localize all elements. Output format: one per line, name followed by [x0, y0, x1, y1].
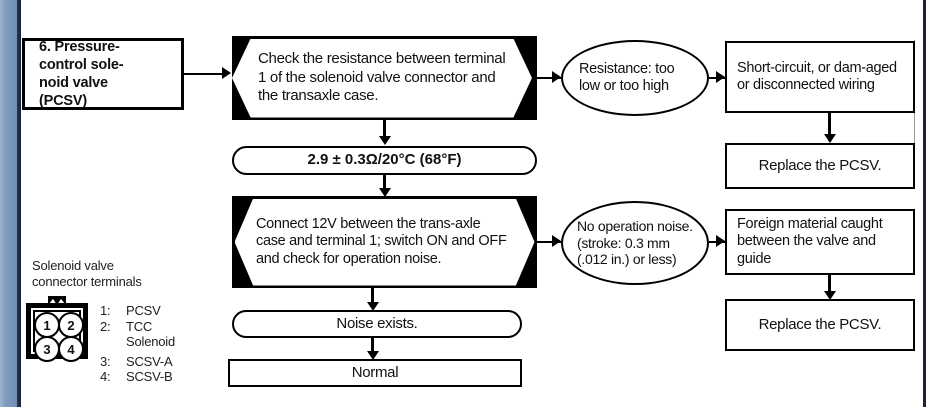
legend-item-num: [100, 334, 126, 350]
connector-connect12v-to-noise-exists: [371, 288, 374, 306]
connector-pin-2-label: 2: [67, 317, 75, 333]
connector-spec-to-connect12v: [383, 175, 386, 193]
node-no-operation-noise: No operation noise. (stroke: 0.3 mm (.01…: [561, 201, 709, 285]
arrowhead-connect12v-to-noise-exists: [366, 302, 379, 311]
node-connect-12v: Connect 12V between the trans-axle case …: [232, 196, 537, 288]
legend-item-name: PCSV: [126, 303, 161, 318]
connector-connect12v-to-nonoise: [537, 240, 561, 243]
node-replace-pcsv-top: Replace the PCSV.: [725, 143, 915, 189]
connector-wiring-to-replace: [828, 113, 831, 141]
arrowhead-nonoise-to-foreign: [716, 235, 725, 247]
node-connect-12v-label: Connect 12V between the trans-axle case …: [256, 215, 507, 267]
connector-pin-3: 3: [34, 336, 60, 362]
legend-item-name: Solenoid: [126, 334, 175, 349]
legend-title-line1: Solenoid valve: [32, 258, 114, 273]
connector-pin-2: 2: [58, 312, 84, 338]
legend-item-name: SCSV-A: [126, 353, 173, 369]
connector-latch-tab: [48, 296, 66, 305]
connector-noise-to-normal: [371, 338, 374, 355]
arrowhead-noise-to-normal: [366, 351, 379, 360]
legend-list-item: 3: SCSV-A: [100, 354, 175, 370]
node-pcsv-title-label: 6. Pressure- control sole- noid valve (P…: [39, 39, 124, 109]
node-pcsv-title: 6. Pressure- control sole- noid valve (P…: [22, 38, 184, 110]
node-replace-pcsv-bottom: Replace the PCSV.: [725, 299, 915, 351]
node-resistance-spec-label: 2.9 ± 0.3Ω/20°C (68°F): [307, 151, 462, 169]
connector-pin-4: 4: [58, 336, 84, 362]
arrowhead-wiring-to-replace: [823, 134, 836, 143]
node-replace-pcsv-bottom-label: Replace the PCSV.: [758, 315, 882, 333]
arrowhead-foreign-to-replace: [823, 291, 836, 300]
legend-item-name: TCC: [126, 318, 153, 334]
left-gutter-rule: [17, 0, 21, 407]
arrowhead-fault-to-wiring: [716, 71, 725, 83]
legend-terminal-list: 1: PCSV 2: TCC Solenoid 3: SCSV-A 4: SCS…: [100, 303, 175, 385]
node-replace-pcsv-top-label: Replace the PCSV.: [758, 156, 882, 174]
connector-pin-1-label: 1: [43, 317, 51, 333]
connector-pin-1: 1: [34, 312, 60, 338]
connector-title-to-check: [184, 72, 226, 75]
arrowhead-check-to-spec: [378, 136, 391, 145]
node-resistance-spec: 2.9 ± 0.3Ω/20°C (68°F): [232, 146, 537, 175]
connector-check-to-spec: [383, 120, 386, 142]
node-foreign-material-label: Foreign material caught between the valv…: [737, 215, 883, 267]
connector-pin-4-label: 4: [67, 341, 75, 357]
legend-item-name: SCSV-B: [126, 369, 173, 384]
legend-list-item: 2: TCC: [100, 319, 175, 335]
right-page-rule: [923, 0, 926, 407]
connector-pin-3-label: 3: [43, 341, 51, 357]
node-normal: Normal: [228, 359, 522, 387]
node-wiring-fault-label: Short-circuit, or dam-aged or disconnect…: [737, 59, 897, 94]
node-foreign-material: Foreign material caught between the valv…: [725, 209, 915, 275]
legend-item-num: 4:: [100, 369, 111, 384]
node-check-resistance-label: Check the resistance between terminal 1 …: [258, 50, 506, 105]
node-wiring-fault: Short-circuit, or dam-aged or disconnect…: [725, 41, 915, 113]
legend-list-item: 4: SCSV-B: [100, 369, 175, 385]
node-noise-exists-label: Noise exists.: [336, 314, 418, 332]
node-check-resistance: Check the resistance between terminal 1 …: [232, 36, 537, 120]
arrowhead-title-to-check: [222, 67, 231, 79]
legend-list-item: Solenoid: [100, 334, 175, 350]
arrowhead-spec-to-connect12v: [378, 188, 391, 197]
node-normal-label: Normal: [351, 363, 399, 381]
legend-title-line2: connector terminals: [32, 274, 142, 289]
legend-item-num: 1:: [100, 303, 111, 318]
connector-pinout-diagram: 1 2 3 4: [26, 296, 92, 366]
legend-list-item: 1: PCSV: [100, 303, 175, 319]
node-noise-exists: Noise exists.: [232, 310, 522, 338]
left-gradient-bar: [0, 0, 17, 407]
connector-check-to-fault: [537, 76, 561, 79]
node-resistance-fault-label: Resistance: too low or too high: [579, 60, 675, 95]
connector-foreign-to-replace: [828, 275, 831, 297]
arrowhead-connect12v-to-nonoise: [552, 235, 561, 247]
node-no-operation-noise-label: No operation noise. (stroke: 0.3 mm (.01…: [577, 218, 693, 268]
legend-item-num: 2:: [100, 318, 111, 334]
arrowhead-check-to-fault: [552, 71, 561, 83]
legend-item-num: 3:: [100, 353, 111, 369]
node-resistance-fault: Resistance: too low or too high: [561, 40, 709, 116]
